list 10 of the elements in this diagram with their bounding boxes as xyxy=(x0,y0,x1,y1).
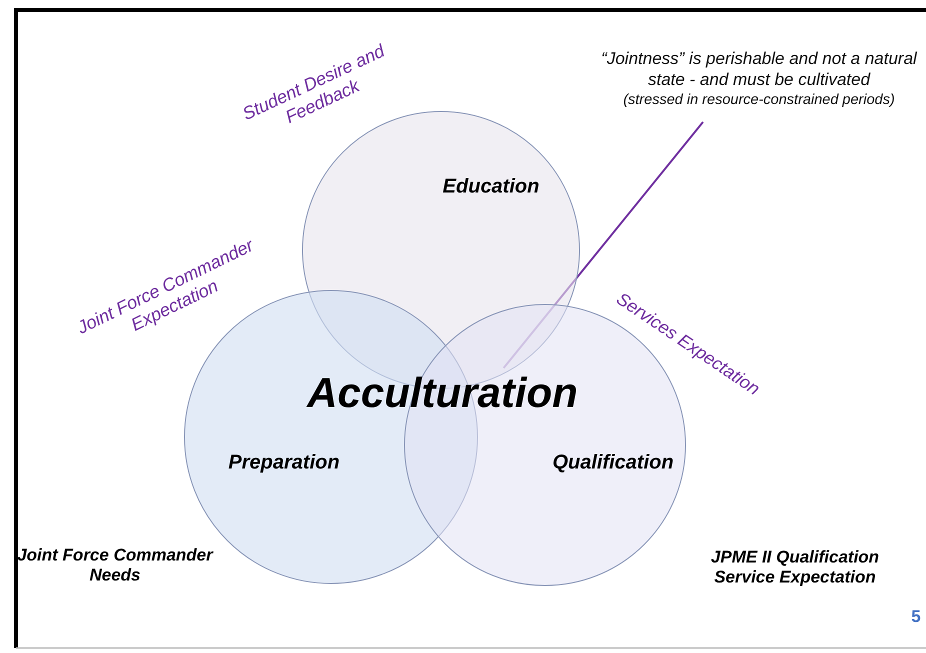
page-number: 5 xyxy=(910,607,922,627)
center-label: Acculturation xyxy=(290,368,595,418)
circle-label: Preparation xyxy=(228,452,340,474)
leader-line xyxy=(502,121,704,369)
side-label: Joint Force Commander Needs xyxy=(16,545,214,585)
circle-label: Qualification xyxy=(552,452,674,474)
annotation-note: (stressed in resource-constrained periods) xyxy=(622,90,896,109)
annotation-text: “Jointness” is perishable and not a natural state - and must be cultivated xyxy=(600,48,918,90)
side-label: JPME II Qualification Service Expectation xyxy=(710,547,880,587)
circle-label: Education xyxy=(442,176,540,198)
